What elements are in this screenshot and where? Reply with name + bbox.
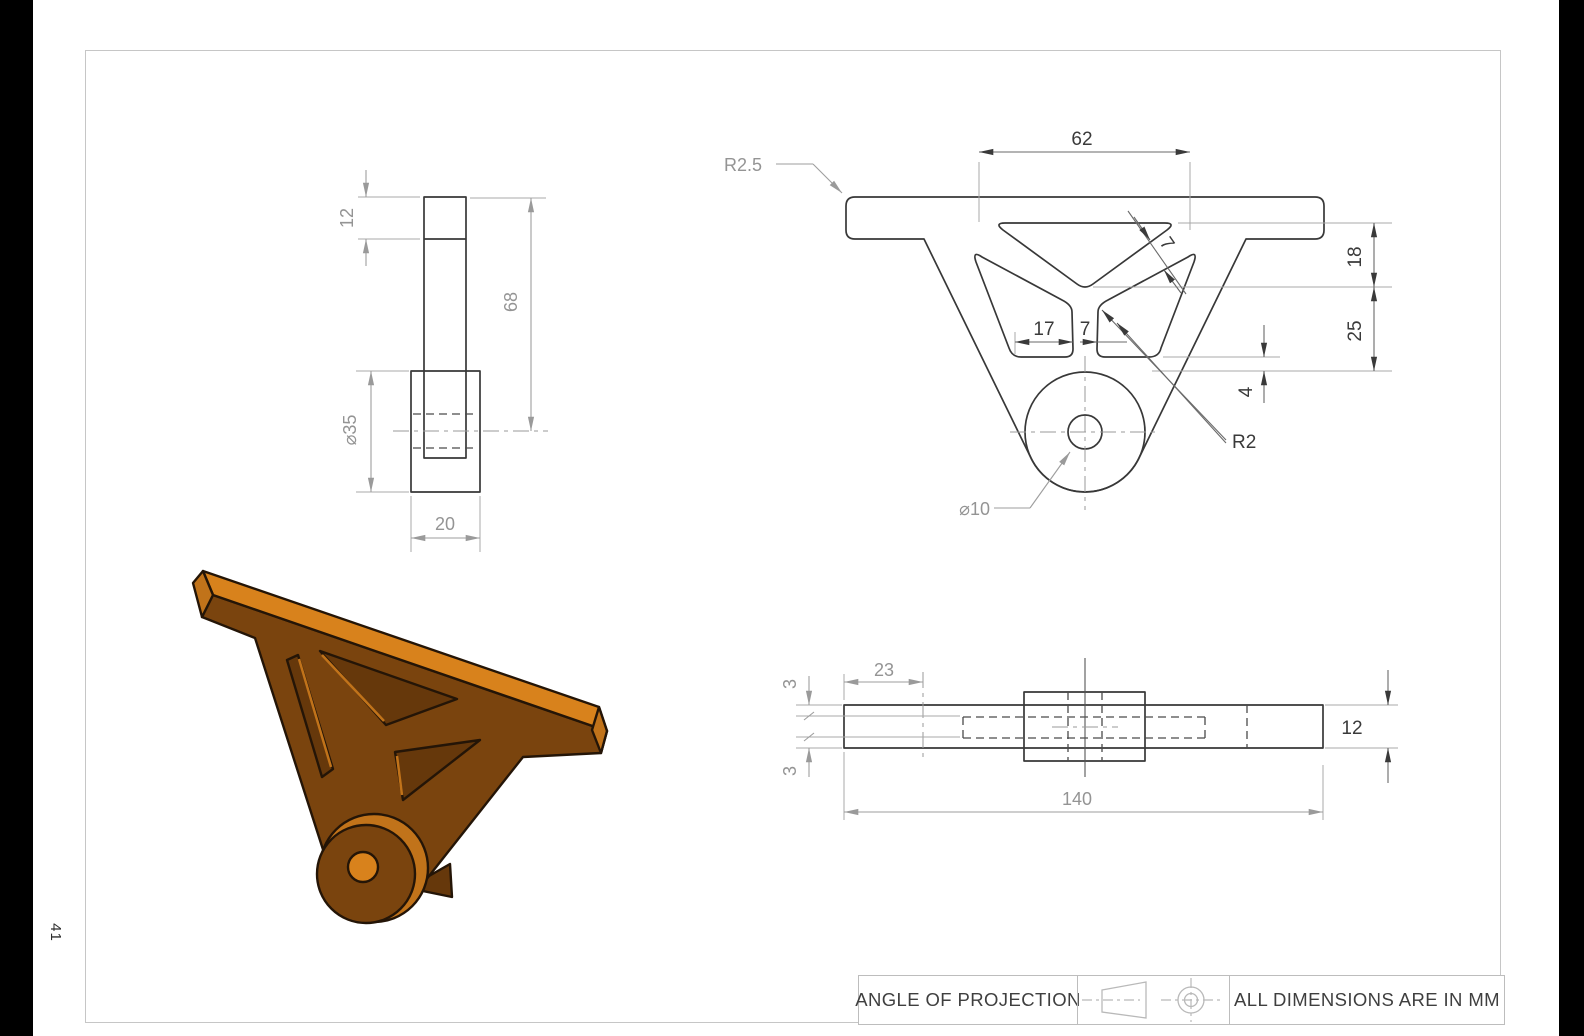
- bottom-dim-length: 140: [1062, 789, 1092, 809]
- front-cutout-center: [998, 222, 1172, 288]
- iso-cutout-right-highlight: [395, 755, 404, 796]
- projection-label-cell: ANGLE OF PROJECTION: [855, 975, 1080, 1025]
- front-dim-hole: ⌀10: [959, 499, 990, 519]
- title-block: ANGLE OF PROJECTION ALL DIMENSIONS ARE I…: [855, 975, 1505, 1025]
- side-dim-boss-diameter: ⌀35: [340, 415, 360, 446]
- front-dim-fillet: R2: [1232, 432, 1256, 453]
- third-angle-projection-icon: [1082, 978, 1221, 1022]
- front-dim-cutout-height: 18: [1345, 246, 1366, 267]
- side-dim-boss-width: 20: [435, 514, 455, 534]
- front-dim-slot-left: 17: [1033, 319, 1054, 340]
- front-dim-corner-radius: R2.5: [724, 155, 762, 175]
- units-label: ALL DIMENSIONS ARE IN MM: [1234, 989, 1500, 1010]
- right-black-bar: [1559, 0, 1584, 1036]
- front-cutout-left: [974, 253, 1074, 358]
- units-label-cell: ALL DIMENSIONS ARE IN MM: [1230, 975, 1505, 1025]
- side-dim-total-height: 68: [501, 292, 521, 312]
- bottom-dim-rib-inset-top: 3: [780, 679, 800, 689]
- bottom-dim-left-offset: 23: [874, 660, 894, 680]
- front-cutout-right: [1096, 253, 1196, 358]
- bottom-dim-thickness: 12: [1341, 718, 1362, 739]
- bottom-dim-rib-inset-bottom: 3: [780, 766, 800, 776]
- side-boss-outline: [410, 370, 481, 493]
- projection-label: ANGLE OF PROJECTION: [855, 989, 1081, 1010]
- front-dim-mid-height: 25: [1345, 320, 1366, 341]
- projection-symbol-cell: [1077, 975, 1230, 1025]
- side-dim-flange-thickness: 12: [337, 208, 357, 228]
- isometric-view: [191, 569, 609, 925]
- front-dim-gap: 4: [1236, 386, 1257, 397]
- front-view: 62 18 25 4 17 7 7: [724, 129, 1392, 519]
- front-dim-top-width: 62: [1071, 129, 1092, 150]
- side-view: 12 68 ⌀35 20: [337, 170, 548, 552]
- iso-flange-left-end: [191, 569, 215, 619]
- bottom-flange-outline: [843, 704, 1324, 749]
- side-rib-outline: [423, 196, 467, 459]
- left-black-bar: [0, 0, 33, 1036]
- iso-cutout-left: [285, 653, 335, 779]
- iso-hole: [346, 850, 380, 884]
- iso-cutout-left-highlight: [297, 658, 333, 768]
- iso-flange-right-end: [590, 705, 609, 755]
- front-dim-slot-center: 7: [1080, 319, 1091, 340]
- iso-cutout-center-highlight: [321, 654, 385, 722]
- drawing-border-frame: [85, 50, 1501, 1023]
- bottom-view: 3 3 23 140 12: [780, 658, 1398, 820]
